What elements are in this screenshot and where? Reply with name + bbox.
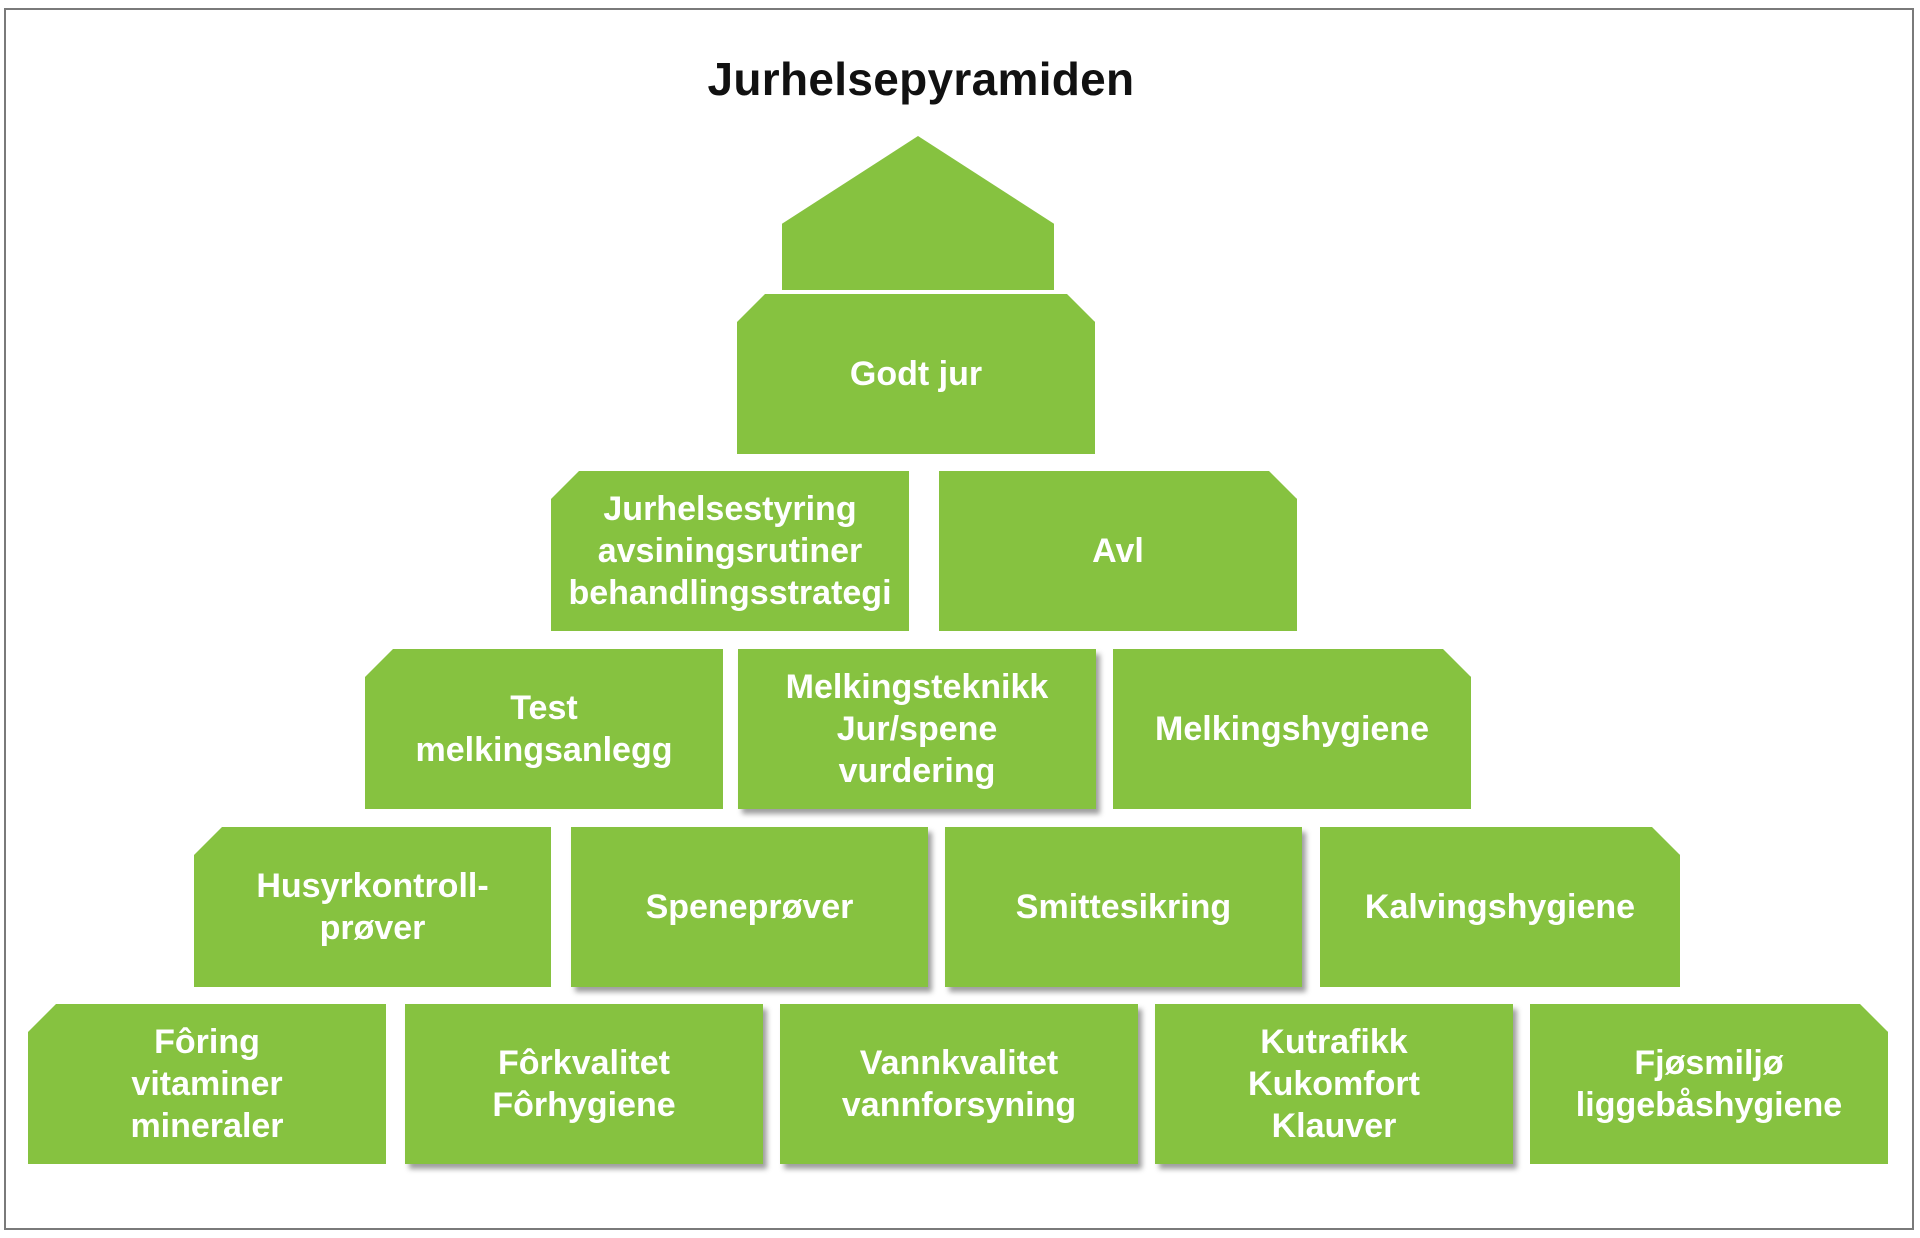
block-label: Jurhelsestyring avsiningsrutiner behandl… [568, 490, 892, 612]
block-fjosmiljo: Fjøsmiljø liggebåshygiene [1530, 1004, 1888, 1164]
block-vannkvalitet: Vannkvalitet vannforsyning [780, 1004, 1138, 1164]
block-label: Smittesikring [1015, 888, 1232, 926]
block-test-melkingsanlegg: Test melkingsanlegg [365, 649, 723, 809]
block-label: Speneprøver [645, 888, 854, 926]
block-avl: Avl [939, 471, 1297, 631]
block-label: Kutrafikk Kukomfort Klauver [1248, 1023, 1420, 1145]
block-smittesikring: Smittesikring [945, 827, 1302, 987]
block-foring: Fôring vitaminer mineraler [28, 1004, 386, 1164]
block-melkingshygiene: Melkingshygiene [1113, 649, 1471, 809]
diagram-frame: Jurhelsepyramiden Godt jur Jurhelsestyri… [4, 8, 1914, 1230]
block-label: Test melkingsanlegg [415, 689, 673, 769]
pyramid-apex [782, 136, 1054, 290]
block-label: Vannkvalitet vannforsyning [841, 1044, 1077, 1124]
block-label: Godt jur [849, 355, 983, 393]
block-husyrkontroll: Husyrkontroll- prøver [194, 827, 551, 987]
block-label: Avl [1092, 532, 1144, 570]
diagram-title: Jurhelsepyramiden [707, 53, 1135, 105]
block-kutrafikk: Kutrafikk Kukomfort Klauver [1155, 1004, 1513, 1164]
block-kalvingshygiene: Kalvingshygiene [1320, 827, 1680, 987]
block-melkingsteknikk: Melkingsteknikk Jur/spene vurdering [738, 649, 1096, 809]
block-label: Kalvingshygiene [1364, 888, 1636, 926]
block-jurhelsestyring: Jurhelsestyring avsiningsrutiner behandl… [551, 471, 909, 631]
block-label: Fjøsmiljø liggebåshygiene [1575, 1044, 1843, 1124]
block-godt-jur: Godt jur [737, 294, 1095, 454]
block-label: Melkingsteknikk Jur/spene vurdering [785, 668, 1049, 790]
block-label: Husyrkontroll- prøver [256, 867, 489, 947]
block-label: Melkingshygiene [1155, 710, 1429, 748]
block-label: Fôring vitaminer mineraler [130, 1023, 284, 1145]
block-forkvalitet: Fôrkvalitet Fôrhygiene [405, 1004, 763, 1164]
block-label: Fôrkvalitet Fôrhygiene [492, 1044, 676, 1124]
block-speneprover: Speneprøver [571, 827, 928, 987]
